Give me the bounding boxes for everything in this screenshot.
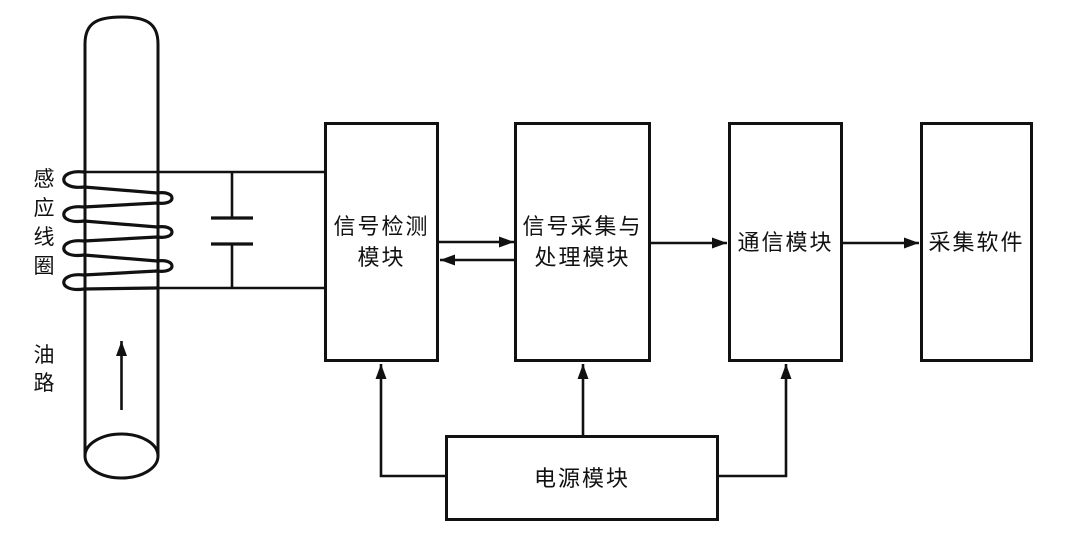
arrow-power-to-detection bbox=[375, 364, 446, 478]
pipe-bottom-opening-icon bbox=[83, 432, 160, 480]
module-acquisition-software: 采集软件 bbox=[920, 122, 1033, 362]
module-label-line: 信号采集与 bbox=[522, 214, 643, 239]
induction-coil-label: 感应线圈 bbox=[33, 167, 55, 278]
module-label-line: 采集软件 bbox=[928, 229, 1025, 255]
module-label-line: 处理模块 bbox=[534, 245, 631, 270]
capacitor-icon bbox=[211, 172, 253, 288]
module-label-line: 通信模块 bbox=[737, 229, 834, 255]
module-label-line: 信号检测 bbox=[333, 214, 430, 239]
oil-path-label: 油路 bbox=[33, 343, 55, 395]
module-communication: 通信模块 bbox=[728, 122, 843, 362]
oil-pipe bbox=[83, 15, 160, 456]
module-signal-acquisition-processing: 信号采集与 处理模块 bbox=[514, 122, 651, 362]
induction-coil bbox=[62, 170, 174, 292]
module-label-line: 电源模块 bbox=[533, 465, 630, 491]
arrow-power-to-communication bbox=[718, 364, 792, 478]
module-power: 电源模块 bbox=[445, 435, 719, 521]
module-signal-detection: 信号检测 模块 bbox=[324, 122, 439, 362]
module-label-line: 模块 bbox=[357, 245, 406, 270]
